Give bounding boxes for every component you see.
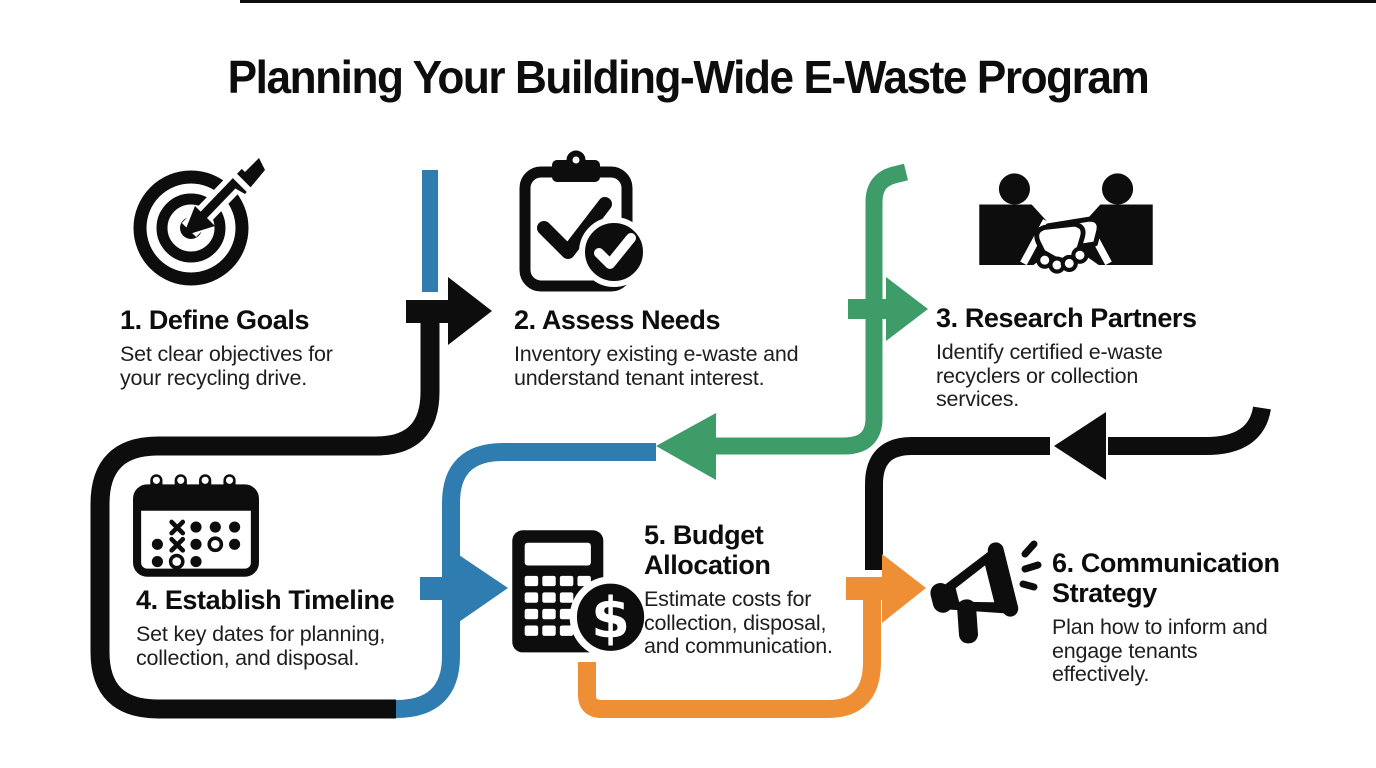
arrow-step5-to-step6: [846, 554, 926, 623]
clipboard-check-icon: [519, 150, 649, 292]
step-1-define-goals: 1. Define Goals Set clear objectives for…: [120, 305, 372, 390]
step-heading: 2. Assess Needs: [514, 305, 721, 335]
step-6-communication-strategy: 6. Communication Strategy Plan how to in…: [1052, 548, 1307, 687]
step-heading: 5. Budget Allocation: [644, 520, 771, 581]
arrow-step1-to-step2: [406, 277, 492, 345]
dollar-sign: $: [591, 586, 630, 651]
step-heading: 3. Research Partners: [936, 303, 1197, 333]
green-left-arrowhead: [656, 413, 716, 480]
step-heading: 1. Define Goals: [120, 305, 310, 335]
step-heading: 4. Establish Timeline: [136, 585, 395, 615]
step-5-budget-allocation: 5. Budget Allocation Estimate costs for …: [644, 520, 844, 659]
step-description: Set key dates for planning, collection, …: [136, 622, 386, 670]
sound-lines: [1019, 540, 1042, 591]
step-description: Inventory existing e-waste and understan…: [514, 342, 799, 390]
step-description: Plan how to inform and engage tenants ef…: [1052, 615, 1268, 687]
page-title: Planning Your Building-Wide E-Waste Prog…: [227, 51, 1150, 103]
blue-pipe-stub: [422, 170, 438, 292]
megaphone-icon: [930, 540, 1042, 644]
calendar-icon: [133, 474, 259, 577]
step-description: Estimate costs for collection, disposal,…: [644, 587, 833, 659]
step-2-assess-needs: 2. Assess Needs Inventory existing e-was…: [514, 305, 854, 390]
arrow-step2-to-step3: [848, 277, 928, 341]
calculator-dollar-icon: $: [512, 530, 652, 659]
handshake-icon: [979, 173, 1153, 274]
step-heading: 6. Communication Strategy: [1052, 548, 1280, 609]
step-description: Identify certified e-waste recyclers or …: [936, 340, 1163, 412]
top-border-line: [240, 0, 1376, 3]
black-return-path-right: [1108, 406, 1271, 455]
step-4-establish-timeline: 4. Establish Timeline Set key dates for …: [136, 585, 441, 670]
step-description: Set clear objectives for your recycling …: [120, 342, 333, 390]
step-3-research-partners: 3. Research Partners Identify certified …: [936, 303, 1226, 412]
black-left-arrowhead: [1054, 412, 1106, 480]
target-icon: [133, 155, 265, 286]
